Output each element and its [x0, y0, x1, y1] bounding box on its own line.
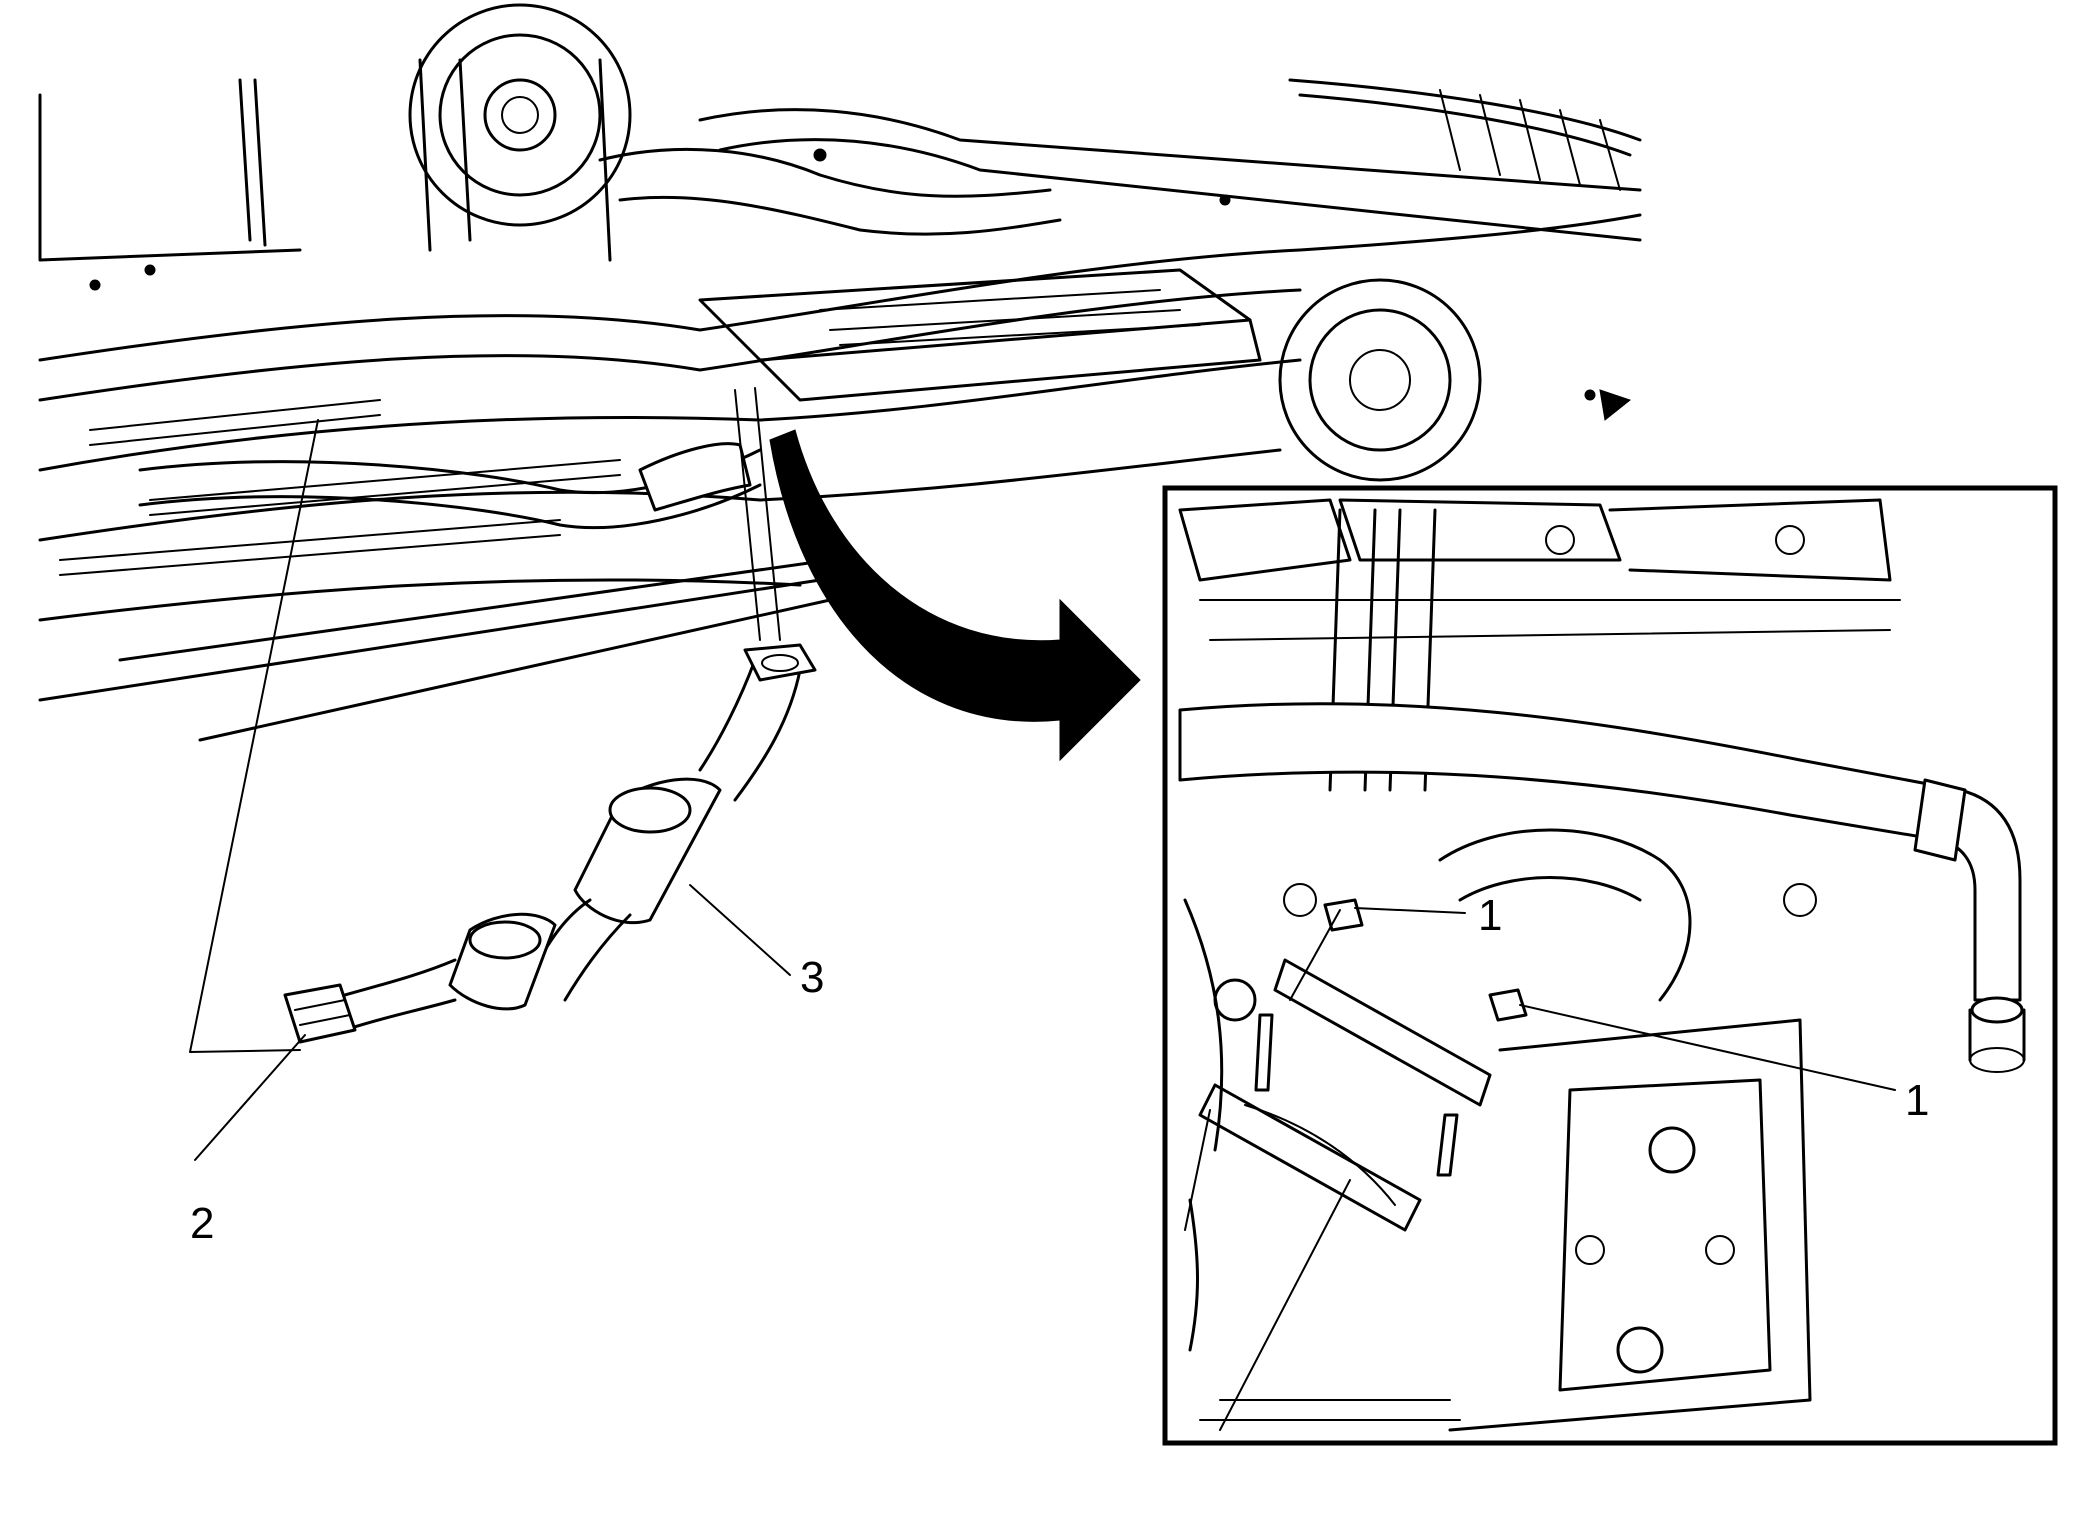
callout-label-1-upper: 1 [1478, 891, 1502, 940]
callout-label-1-lower: 1 [1905, 1076, 1929, 1125]
detail-inset [1162, 485, 2058, 1446]
callout-label-3: 3 [800, 953, 824, 1002]
nut-lower [1488, 988, 1528, 1022]
inset-frame [1162, 485, 2058, 1446]
callout-label-2: 2 [190, 1199, 214, 1248]
leader-lines [189, 419, 1896, 1161]
catalytic-converter-pipe [283, 387, 817, 1044]
vehicle-underbody [38, 3, 1642, 742]
detail-view-arrow [769, 429, 1141, 762]
nut-upper [1323, 898, 1364, 932]
